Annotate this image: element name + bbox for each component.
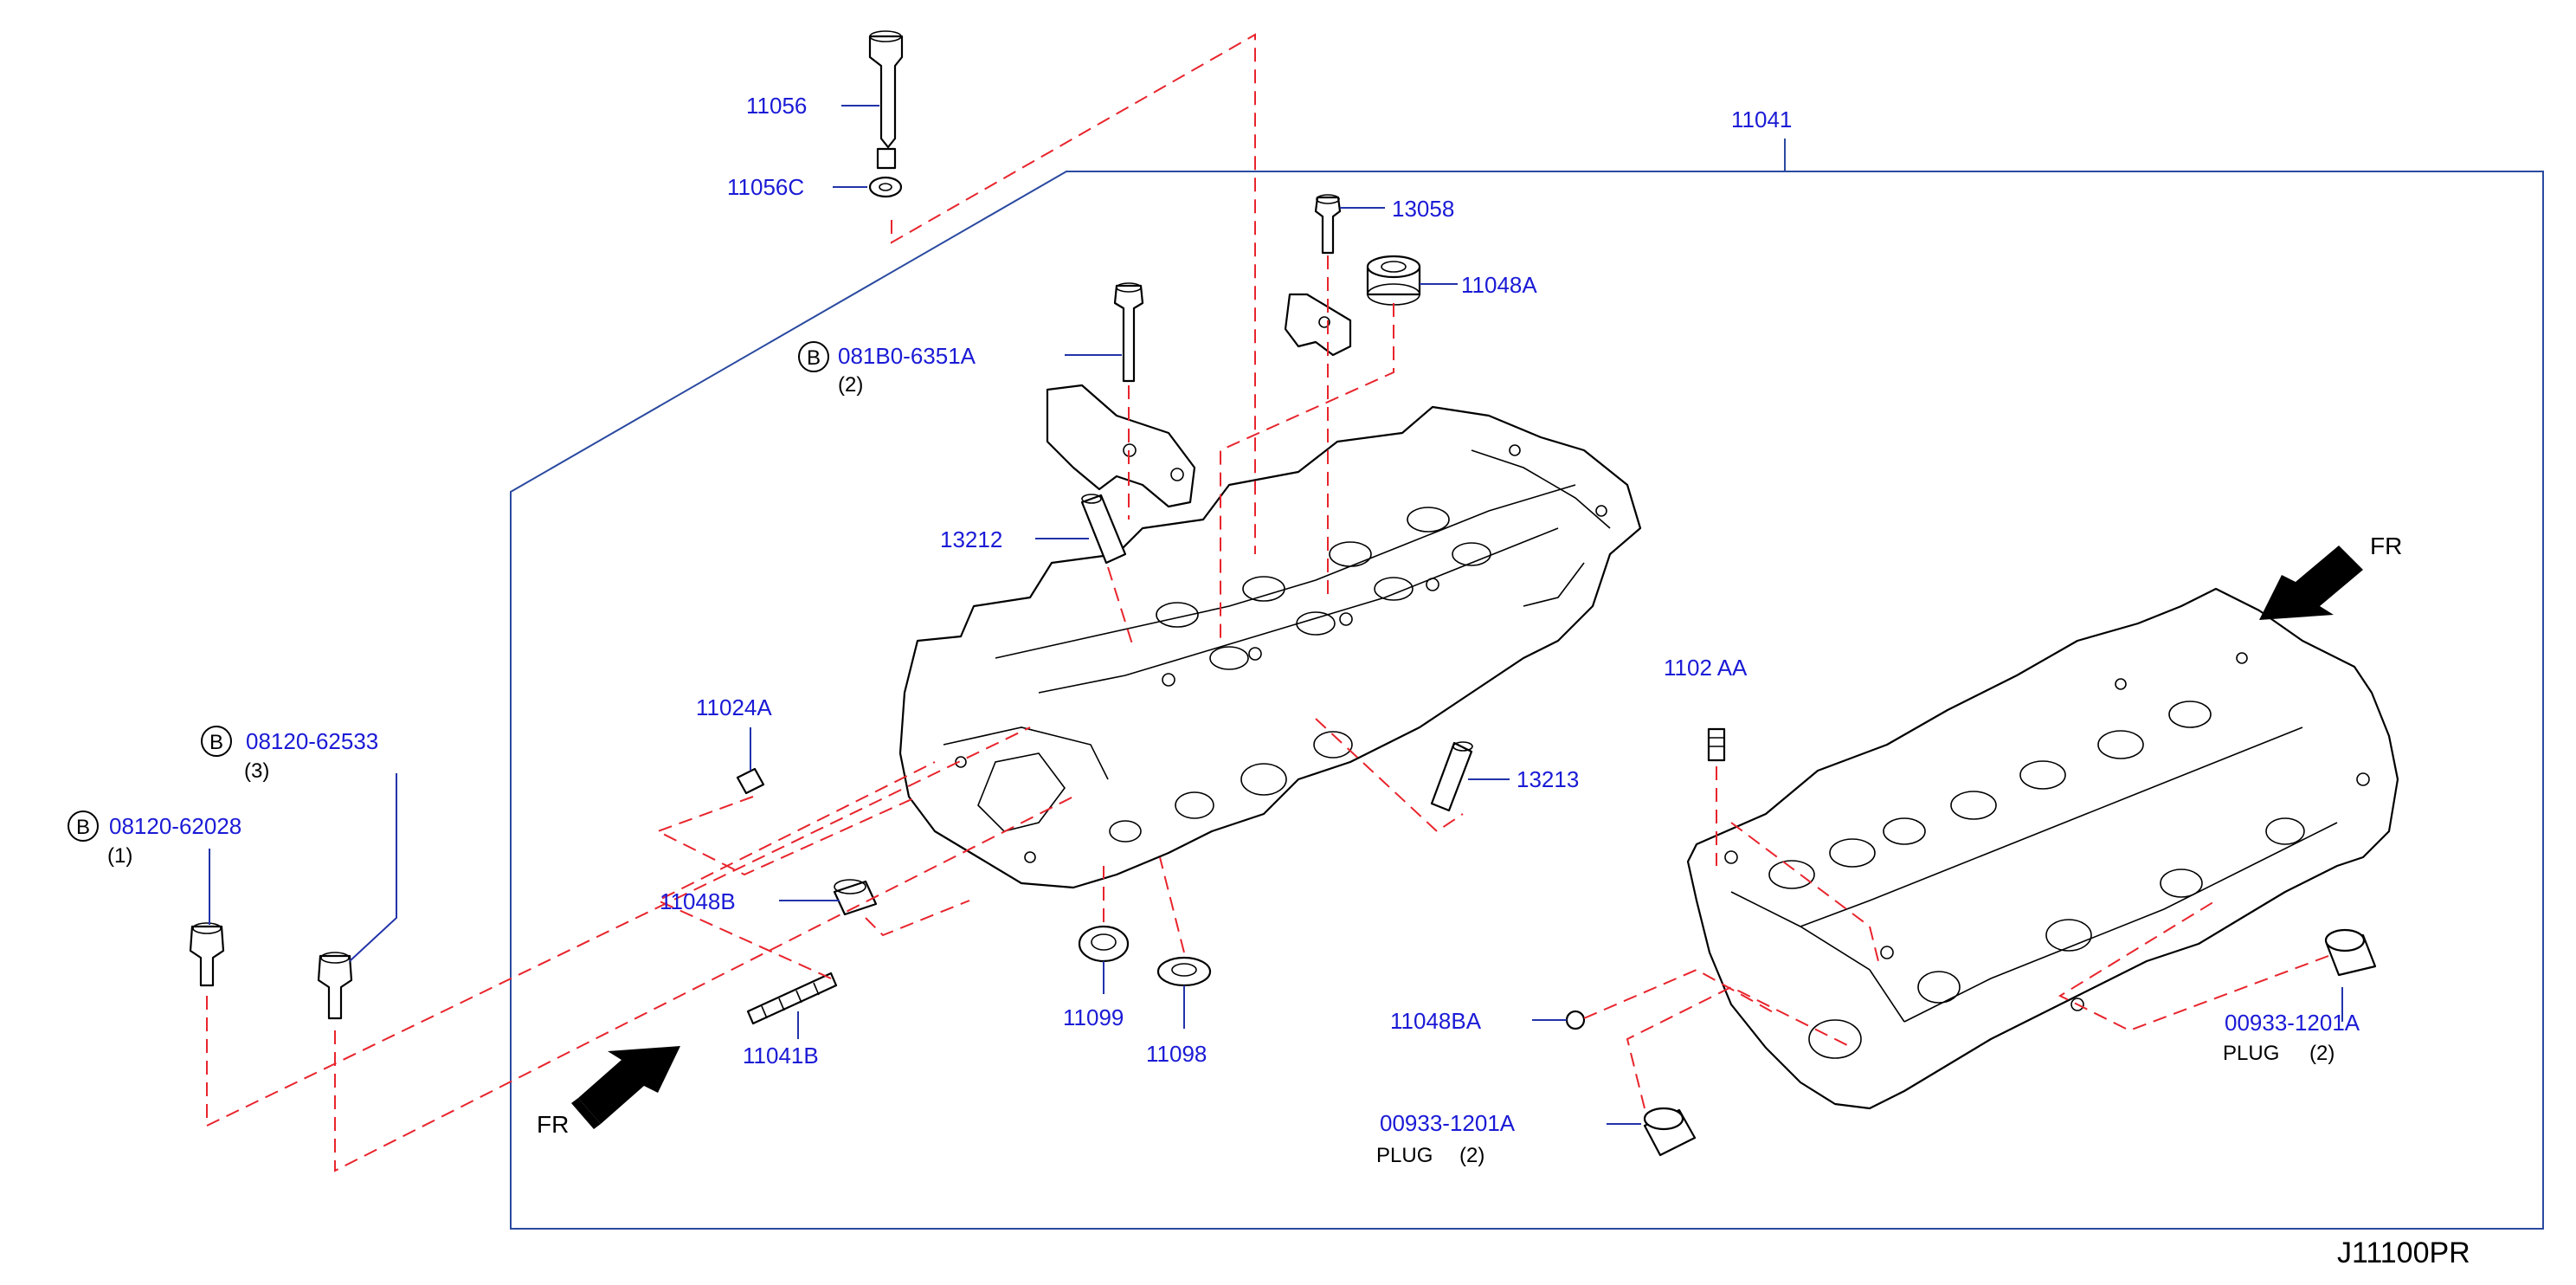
dowel-13212-drawing [1080, 494, 1127, 565]
label-13212[interactable]: 13212 [940, 526, 1002, 552]
dowel-13213-drawing [1430, 741, 1473, 812]
plug-bottom-qty: (2) [1459, 1144, 1484, 1167]
stud-11024a-left-drawing [736, 767, 765, 795]
label-081b0-6351a[interactable]: 081B0-6351A [838, 343, 976, 369]
cylinder-head-right-drawing [1686, 587, 2399, 1110]
label-11098[interactable]: 11098 [1146, 1041, 1207, 1067]
bracket-large-drawing [1046, 384, 1196, 508]
label-11056[interactable]: 11056 [746, 93, 807, 119]
stud-11041b-drawing [746, 972, 838, 1025]
label-13058[interactable]: 13058 [1392, 196, 1454, 222]
fr-label-right: FR [2370, 533, 2402, 559]
plug-bottom-text: PLUG [1376, 1144, 1433, 1167]
assembly-frame [510, 139, 2544, 1230]
cylinder-head-left-drawing [898, 405, 1642, 889]
bolt-marker-081b0: B [798, 341, 829, 372]
svg-text:B: B [76, 816, 90, 839]
washer-11056c-drawing [868, 176, 903, 198]
bolt-08120-62028-drawing [189, 922, 225, 987]
bolt-13058-drawing [1314, 194, 1342, 255]
bolt-marker-62533: B [201, 726, 232, 757]
label-11048ba[interactable]: 11048BA [1390, 1008, 1482, 1034]
label-13213[interactable]: 13213 [1517, 766, 1579, 792]
alignment-lines [206, 33, 2329, 1172]
label-11024a-right[interactable]: 1102 AA [1664, 655, 1748, 681]
label-11041[interactable]: 11041 [1731, 107, 1792, 132]
grommet-11048b-drawing [833, 879, 878, 916]
diagram-code: J11100PR [2337, 1237, 2470, 1269]
label-11048b[interactable]: 11048B [660, 888, 736, 914]
fr-label-left: FR [537, 1111, 569, 1138]
bolt-marker-62028: B [68, 810, 99, 842]
label-08120-62533[interactable]: 08120-62533 [246, 728, 378, 754]
bolt-11056-drawing [868, 30, 904, 170]
bolt-08120-62533-drawing [317, 952, 353, 1020]
qty-08120-62028: (1) [107, 844, 132, 868]
seal-11098-drawing [1156, 956, 1212, 987]
label-11041b[interactable]: 11041B [743, 1043, 819, 1069]
fr-arrow-left [571, 1046, 680, 1129]
label-08120-62028[interactable]: 08120-62028 [109, 813, 242, 839]
label-11099[interactable]: 11099 [1063, 1004, 1124, 1030]
plug-right-qty: (2) [2309, 1042, 2334, 1065]
svg-text:B: B [807, 346, 821, 370]
label-00933-bottom[interactable]: 00933-1201A [1380, 1110, 1516, 1136]
leader-lines [209, 105, 2343, 1125]
stud-11024a-right-drawing [1707, 727, 1726, 762]
bolt-081b0-drawing [1113, 282, 1144, 383]
label-11048a[interactable]: 11048A [1461, 272, 1537, 298]
plug-00933-right-drawing [2324, 928, 2377, 977]
label-11024a-left[interactable]: 11024A [696, 694, 772, 720]
label-00933-right[interactable]: 00933-1201A [2225, 1010, 2360, 1036]
bracket-small-drawing [1284, 293, 1352, 357]
seal-11099-drawing [1078, 925, 1130, 963]
fr-arrow-right [2259, 546, 2363, 620]
grommet-11048a-drawing [1366, 255, 1421, 306]
plug-right-text: PLUG [2223, 1042, 2279, 1065]
qty-081b0: (2) [838, 373, 863, 397]
qty-08120-62533: (3) [244, 759, 269, 783]
plug-11048ba-drawing [1565, 1010, 1586, 1030]
label-11056c[interactable]: 11056C [727, 174, 804, 200]
svg-text:B: B [209, 731, 223, 754]
plug-00933-bottom-drawing [1643, 1107, 1697, 1157]
